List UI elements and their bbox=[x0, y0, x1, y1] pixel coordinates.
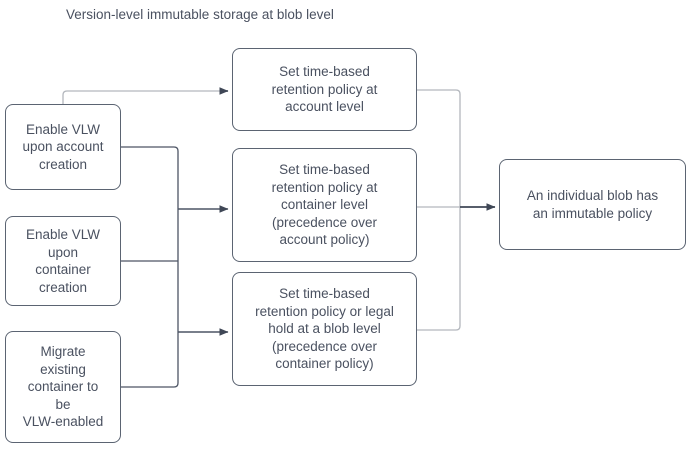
node-retention-policy-account-level[interactable]: Set time-based retention policy at accou… bbox=[232, 48, 417, 131]
node-retention-policy-blob-level[interactable]: Set time-based retention policy or legal… bbox=[232, 272, 417, 386]
node-enable-vlw-container-creation[interactable]: Enable VLW upon container creation bbox=[5, 216, 121, 306]
edge-left-sources-spine bbox=[121, 146, 179, 388]
edge-policies-spine bbox=[417, 89, 461, 331]
node-migrate-existing-container[interactable]: Migrate existing container to be VLW-ena… bbox=[5, 331, 121, 443]
node-retention-policy-container-level[interactable]: Set time-based retention policy at conta… bbox=[232, 148, 417, 262]
node-individual-blob-immutable-policy[interactable]: An individual blob has an immutable poli… bbox=[499, 159, 686, 250]
diagram-title: Version-level immutable storage at blob … bbox=[66, 7, 334, 22]
edge-account-creation-to-account-policy bbox=[62, 87, 229, 104]
node-enable-vlw-account-creation[interactable]: Enable VLW upon account creation bbox=[5, 104, 121, 190]
